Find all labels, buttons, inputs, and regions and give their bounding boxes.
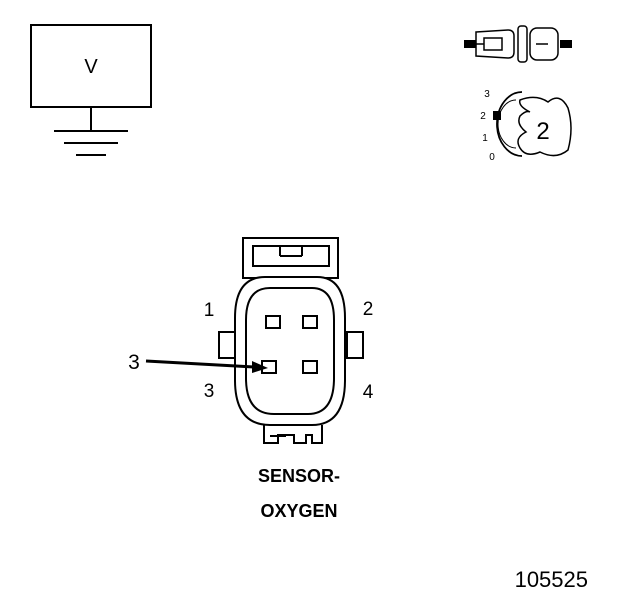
connector-inner-wall bbox=[245, 287, 335, 415]
connector-name-line1: SENSOR- bbox=[258, 466, 340, 486]
connector-name-line2: OXYGEN bbox=[260, 501, 337, 521]
switch-position-3: 3 bbox=[484, 89, 490, 100]
callout-label: 3 bbox=[128, 351, 140, 374]
pin-label-1: 1 bbox=[204, 300, 215, 321]
pin-cavity-4 bbox=[302, 360, 318, 374]
disconnected-connector-icon bbox=[464, 25, 572, 63]
pin-cavity-1 bbox=[265, 315, 281, 329]
arrowhead-icon bbox=[252, 361, 268, 373]
voltmeter-label: V bbox=[84, 56, 98, 78]
voltmeter: V bbox=[30, 24, 152, 156]
switch-selected-position: 2 bbox=[536, 118, 549, 145]
pin-label-4: 4 bbox=[363, 382, 374, 403]
switch-position-marker bbox=[493, 111, 501, 120]
switch-position-1: 1 bbox=[482, 133, 488, 144]
pin-label-2: 2 bbox=[363, 299, 374, 320]
connector-side-tab-left bbox=[218, 331, 236, 359]
connector-latch bbox=[242, 237, 339, 279]
pin-label-3: 3 bbox=[204, 381, 215, 402]
ignition-key-icon bbox=[517, 96, 572, 157]
switch-position-0: 0 bbox=[489, 152, 495, 163]
callout-arrow bbox=[145, 359, 268, 373]
ignition-switch-icon: 2 3 2 1 0 bbox=[480, 89, 572, 163]
switch-position-2: 2 bbox=[480, 111, 486, 122]
connector-side-tab-right bbox=[346, 331, 364, 359]
connector-housing bbox=[234, 276, 346, 426]
connector-bottom-lock bbox=[263, 425, 323, 444]
oxygen-sensor-connector bbox=[218, 237, 364, 444]
figure-number: 105525 bbox=[515, 567, 588, 592]
ground-icon bbox=[54, 130, 128, 156]
pin-cavity-2 bbox=[302, 315, 318, 329]
